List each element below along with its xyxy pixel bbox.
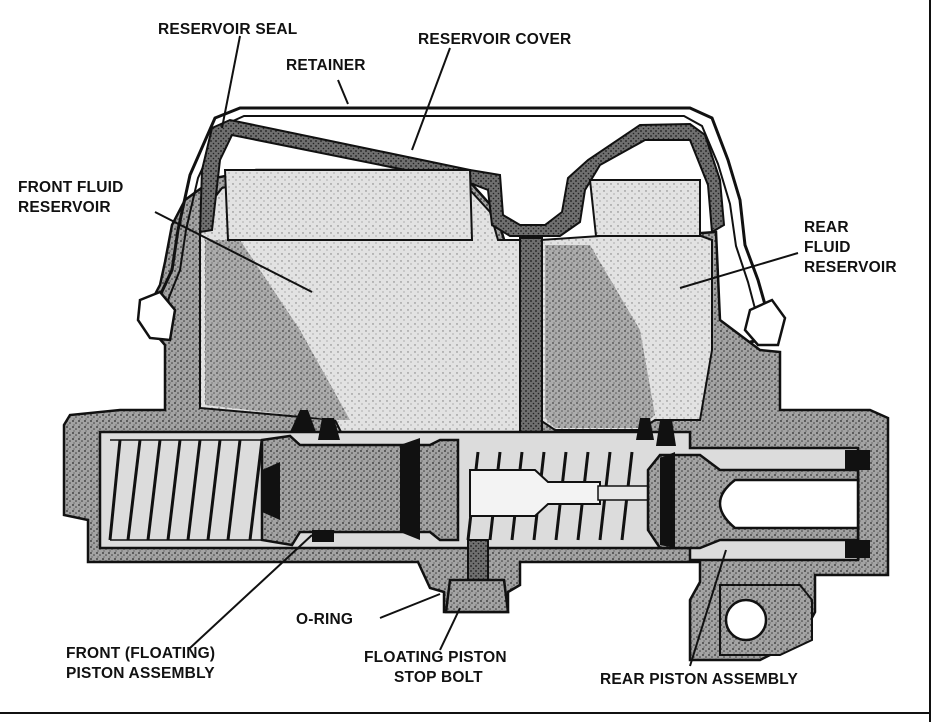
leader-reservoir-cover	[411, 47, 451, 151]
center-divider-wall	[519, 237, 543, 439]
outlet-boss	[719, 584, 813, 656]
rear-reservoir-shadow	[545, 245, 655, 428]
label-rear-fluid-reservoir-line2: FLUID	[804, 239, 851, 256]
label-front-fluid-reservoir-line1: FRONT FLUID	[18, 179, 124, 196]
label-front-piston-assembly-line1: FRONT (FLOATING)	[66, 645, 215, 662]
o-ring-seal	[312, 530, 334, 542]
stop-bolt-shank	[467, 539, 489, 581]
outlet-port	[724, 598, 768, 642]
front-intake-port	[318, 418, 340, 440]
front-piston-assembly	[108, 434, 460, 547]
front-retainer-clip	[136, 290, 177, 342]
front-piston	[260, 434, 460, 547]
stop-bolt-head	[444, 578, 510, 614]
rear-piston-cup	[660, 452, 675, 548]
leader-reservoir-seal	[221, 35, 241, 129]
rear-snap-ring-lower	[845, 540, 870, 558]
leader-rear-piston	[689, 549, 727, 667]
leader-rear-fluid-reservoir	[679, 252, 799, 289]
front-diaphragm-cup	[223, 169, 474, 241]
spring-retainer-rod	[469, 469, 601, 517]
floating-piston-stop-bolt	[444, 539, 510, 614]
front-reservoir-shadow	[205, 240, 350, 420]
push-rod-socket	[718, 478, 860, 530]
leader-front-piston	[189, 534, 313, 649]
rear-piston-assembly	[466, 450, 870, 558]
front-piston-cup	[262, 462, 280, 520]
retainer-bail	[148, 106, 772, 344]
leader-retainer	[337, 79, 349, 105]
rear-intake-port	[656, 420, 676, 446]
rear-diaphragm-cup	[588, 179, 701, 237]
front-piston-seal	[400, 438, 420, 540]
front-spring	[108, 439, 264, 541]
rear-retainer-clip	[743, 298, 787, 347]
leader-lines	[154, 35, 799, 667]
label-rear-fluid-reservoir-line1: REAR	[804, 219, 849, 236]
label-reservoir-cover: RESERVOIR COVER	[418, 31, 571, 48]
rear-compensating-port	[636, 418, 654, 440]
retainer-bail-inner	[159, 115, 759, 326]
leader-stop-bolt	[439, 607, 461, 651]
label-rear-fluid-reservoir-line3: RESERVOIR	[804, 259, 897, 276]
rear-snap-ring	[845, 450, 870, 470]
leader-o-ring	[379, 593, 441, 619]
label-retainer: RETAINER	[286, 57, 366, 74]
label-stop-bolt-line1: FLOATING PISTON	[364, 649, 507, 666]
label-reservoir-seal: RESERVOIR SEAL	[158, 21, 297, 38]
front-compensating-port	[290, 410, 316, 432]
leader-front-fluid-reservoir	[154, 211, 313, 293]
label-front-piston-assembly-line2: PISTON ASSEMBLY	[66, 665, 215, 682]
label-o-ring: O-RING	[296, 611, 353, 628]
reservoir-cover-group	[136, 106, 787, 347]
label-rear-piston-assembly: REAR PISTON ASSEMBLY	[600, 671, 799, 688]
label-front-fluid-reservoir-line2: RESERVOIR	[18, 199, 111, 216]
label-stop-bolt-line2: STOP BOLT	[394, 669, 483, 686]
